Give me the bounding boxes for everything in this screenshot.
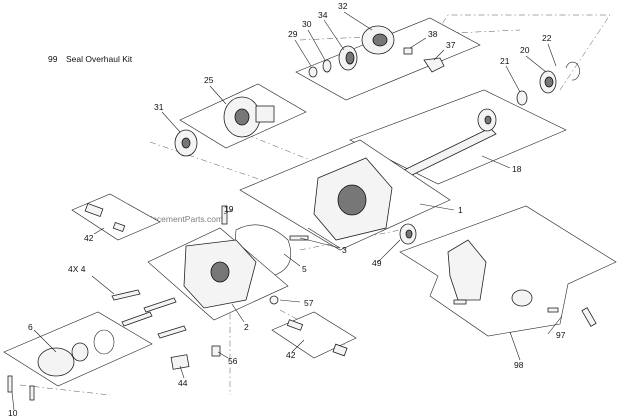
- callout-6: 6: [28, 322, 33, 332]
- watermark: eReplacementParts.com: [130, 214, 223, 224]
- leader-lines: [11, 11, 563, 411]
- check-valve-42a: [71, 193, 161, 241]
- callout-42b: 42: [286, 350, 296, 360]
- callout-49: 49: [372, 258, 382, 268]
- screws-10: [7, 375, 35, 401]
- callout-1: 1: [458, 205, 463, 215]
- shaft-assembly-18: [349, 89, 567, 185]
- callout-10: 10: [8, 408, 18, 418]
- callout-labels: 32 34 30 29 38 37 22 20 21 25 31 18 19 1…: [8, 1, 566, 418]
- kit-label: Seal Overhaul Kit: [66, 54, 133, 64]
- right-seal-assembly: [516, 61, 580, 106]
- cylinder-block-25: [179, 83, 307, 149]
- callout-44: 44: [178, 378, 188, 388]
- bolts-4: [111, 289, 187, 339]
- callout-20: 20: [520, 45, 530, 55]
- top-seal-assembly: [295, 17, 481, 101]
- center-section-2: [147, 205, 309, 321]
- bearing-49: [399, 223, 417, 245]
- plug-56: [211, 345, 221, 357]
- callout-57: 57: [304, 298, 314, 308]
- callout-22: 22: [542, 33, 552, 43]
- callout-42a: 42: [84, 233, 94, 243]
- callout-56: 56: [228, 356, 238, 366]
- callout-98: 98: [514, 360, 524, 370]
- filter-assembly-6: [3, 311, 153, 387]
- callout-5: 5: [302, 264, 307, 274]
- bypass-assembly-98: [399, 205, 617, 337]
- label-44: [170, 354, 190, 370]
- check-valve-42b: [271, 311, 357, 359]
- kit-number: 99: [48, 54, 58, 64]
- callout-4x4: 4X 4: [68, 264, 86, 274]
- callout-3: 3: [342, 245, 347, 255]
- callout-32: 32: [338, 1, 348, 11]
- callout-19: 19: [224, 204, 234, 214]
- callout-34: 34: [318, 10, 328, 20]
- thrust-plate-31: [174, 129, 198, 157]
- callout-97: 97: [556, 330, 566, 340]
- callout-2: 2: [244, 322, 249, 332]
- callout-29: 29: [288, 29, 298, 39]
- callout-37: 37: [446, 40, 456, 50]
- callout-18: 18: [512, 164, 522, 174]
- callout-30: 30: [302, 19, 312, 29]
- callout-38: 38: [428, 29, 438, 39]
- callout-25: 25: [204, 75, 214, 85]
- housing-1: [239, 139, 451, 251]
- callout-31: 31: [154, 102, 164, 112]
- callout-21: 21: [500, 56, 510, 66]
